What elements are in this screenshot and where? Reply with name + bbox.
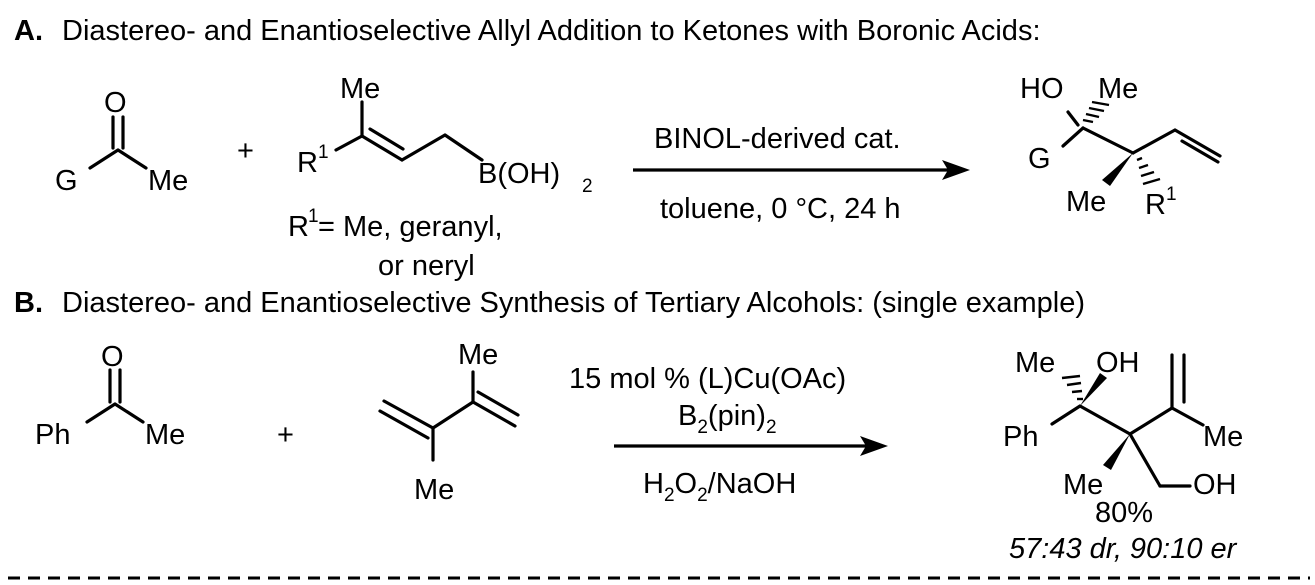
r1-def-sup: 1 — [308, 206, 319, 227]
product-a: HO Me G Me R 1 — [1020, 73, 1222, 221]
conditions-a-below: toluene, 0 °C, 24 h — [660, 193, 901, 225]
reaction-arrow-a: BINOL-derived cat. toluene, 0 °C, 24 h — [633, 123, 970, 225]
arrow-a-head — [942, 160, 970, 180]
r1-def-line2: or neryl — [378, 250, 475, 282]
yield: 80% — [1095, 497, 1153, 529]
bond-ch2oh — [1128, 432, 1162, 488]
plus-a: + — [237, 135, 254, 167]
hash-a1 — [1066, 110, 1080, 127]
diene: Me Me — [378, 339, 520, 506]
bond-ch2 — [400, 133, 447, 162]
selectivity: 57:43 dr, 90:10 er — [1009, 533, 1238, 565]
prod-a-g: G — [1028, 143, 1051, 175]
boronic-b-sub: 2 — [582, 176, 593, 197]
prod-a-me-bottom: Me — [1066, 186, 1106, 218]
r1-def-text: = Me, geranyl, — [318, 211, 503, 243]
section-b: B. Diastereo- and Enantioselective Synth… — [14, 287, 1243, 565]
diene-db2-b — [378, 409, 430, 440]
ketone-b-ph: Ph — [35, 419, 70, 451]
boronic-me: Me — [340, 73, 380, 105]
conditions-b-line2: B2(pin)2 — [678, 400, 777, 438]
prod-b-me-right: Me — [1203, 421, 1243, 453]
vinyl-bond — [1173, 128, 1222, 158]
prod-b-oh-bottom: OH — [1193, 469, 1237, 501]
hashed-wedge-r1 — [1136, 156, 1161, 186]
bond-ph-b — [85, 402, 117, 424]
bond-c2-isopropenyl — [1128, 406, 1174, 436]
bond-ph-prod-b — [1050, 404, 1082, 426]
ketone-a-g: G — [55, 165, 78, 197]
boronic-r-sup: 1 — [318, 142, 329, 163]
diene-central — [431, 400, 475, 430]
diene-db2-a — [382, 399, 435, 430]
bond-me-a — [116, 148, 148, 170]
bond-c2-vinyl — [1131, 128, 1177, 155]
prod-a-ho: HO — [1020, 73, 1064, 105]
ketone-a-oxygen: O — [104, 87, 127, 119]
prod-b-me-top: Me — [1015, 347, 1055, 379]
boronic-r: R — [297, 147, 318, 179]
bond-r-c — [334, 134, 364, 152]
section-b-title: Diastereo- and Enantioselective Synthesi… — [62, 287, 1085, 319]
product-b: Me OH Ph Me Me OH — [1003, 347, 1243, 501]
ketone-b-oxygen: O — [101, 341, 124, 373]
prod-b-oh-top: OH — [1096, 347, 1140, 379]
conditions-b-below: H2O2/NaOH — [643, 468, 796, 506]
section-b-letter: B. — [14, 287, 43, 319]
bond-c1-c2-b — [1078, 404, 1132, 436]
ketone-a-me: Me — [148, 165, 188, 197]
ketone-b: O Ph Me — [35, 341, 185, 451]
prod-b-me-bottom: Me — [1063, 469, 1103, 501]
diene-me-bottom: Me — [414, 474, 454, 506]
boronic-b-oh: B(OH) — [478, 158, 560, 190]
prod-b-ph: Ph — [1003, 421, 1038, 453]
r1-def-r: R — [288, 211, 309, 243]
conditions-b-line1: 15 mol % (L)Cu(OAc) — [569, 363, 846, 395]
isopropenyl-me-bond — [1170, 406, 1205, 427]
allylboronic-acid: Me R 1 B(OH) 2 — [297, 73, 593, 197]
section-a: A. Diastereo- and Enantioselective Allyl… — [14, 15, 1222, 282]
prod-a-r-sup: 1 — [1166, 184, 1177, 205]
wedge-oh-top — [1080, 373, 1107, 406]
diene-db1-b — [476, 390, 520, 417]
reaction-arrow-b: 15 mol % (L)Cu(OAc) B2(pin)2 H2O2/NaOH — [569, 363, 888, 506]
double-bond-2 — [368, 127, 405, 151]
hashed-wedge-b-me — [1061, 374, 1083, 401]
diene-db1-a — [471, 400, 517, 428]
prod-a-r: R — [1145, 189, 1166, 221]
wedge-me-prod — [1102, 153, 1133, 186]
double-bond-1 — [360, 134, 404, 162]
vinyl-bond-2 — [1180, 139, 1220, 164]
bond-g-a — [88, 148, 120, 170]
diene-me-top: Me — [458, 339, 498, 371]
bond-g-prod — [1061, 126, 1085, 148]
hashed-wedge-a — [1082, 100, 1110, 124]
section-a-title: Diastereo- and Enantioselective Allyl Ad… — [62, 15, 1041, 47]
conditions-a-above: BINOL-derived cat. — [654, 123, 901, 155]
wedge-me-bottom-b — [1103, 434, 1130, 470]
section-a-letter: A. — [14, 15, 43, 47]
arrow-b-head — [860, 436, 888, 456]
prod-a-me-top: Me — [1098, 73, 1138, 105]
bond-c1-c2 — [1081, 126, 1135, 155]
ketone-b-me: Me — [145, 419, 185, 451]
bond-me-b — [113, 402, 145, 424]
ketone-a: O G Me — [55, 87, 188, 197]
bond-b — [443, 133, 484, 162]
plus-b: + — [277, 419, 294, 451]
r1-definition: R 1 = Me, geranyl, or neryl — [288, 206, 503, 282]
